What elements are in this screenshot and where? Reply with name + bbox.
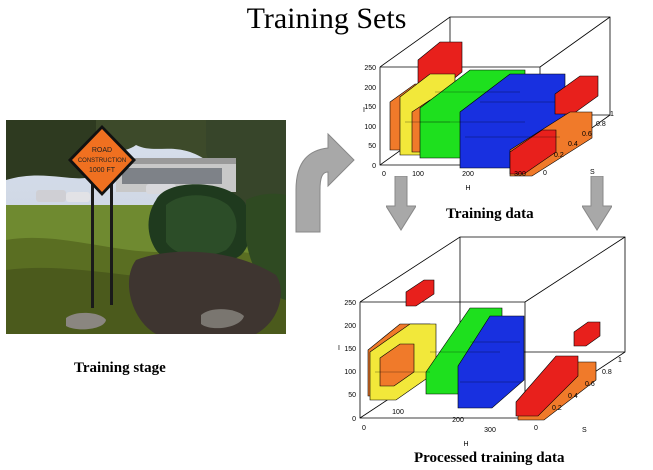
processed-training-data-plot: 250 200 150 100 50 0 I 0 0 100 200 300 H… [338,236,626,448]
z-tick-label: 100 [364,124,376,131]
i-axis-label: I [363,107,365,114]
s-tick-label: 0.6 [585,381,595,388]
s-tick-label: 1 [618,357,622,364]
z-tick-label: 250 [344,300,356,307]
origin-label: 0 [534,425,538,432]
z-tick-label: 50 [348,392,356,399]
h-tick-label: 100 [392,409,404,416]
h-tick-label: 300 [484,427,496,434]
curved-arrow-icon [295,132,355,233]
s-tick-label: 0.2 [554,152,564,159]
road-sign: ROAD CONSTRUCTION 1000 FT [68,125,136,196]
down-arrow-icon [386,176,416,231]
z-tick-label: 150 [344,346,356,353]
z-tick-label: 250 [364,65,376,72]
page-title: Training Sets [246,2,407,35]
down-arrow-icon [582,176,612,231]
z-tick-label: 200 [364,85,376,92]
h-axis-label: H [465,185,470,192]
z-tick-label: 50 [368,143,376,150]
sign-line-1: ROAD [92,147,112,154]
h-tick-label: 200 [462,171,474,178]
s-tick-label: 0.2 [552,405,562,412]
s-tick-label: 0.8 [596,121,606,128]
z-tick-label: 0 [372,163,376,170]
origin-label: 0 [382,171,386,178]
origin-label: 0 [543,170,547,177]
h-tick-label: 300 [514,171,526,178]
s-tick-label: 0.8 [602,369,612,376]
s-tick-label: 0.6 [582,131,592,138]
s-tick-label: 1 [610,111,614,118]
training-stage-caption: Training stage [74,360,166,376]
z-tick-label: 0 [352,416,356,423]
training-data-caption: Training data [446,206,534,222]
h-axis-label: H [463,441,468,448]
s-axis-label: S [582,427,587,434]
training-data-plot: 250 200 150 100 50 0 I 0 0 100 200 300 H… [363,16,614,192]
h-tick-label: 100 [412,171,424,178]
training-photo: ROAD CONSTRUCTION 1000 FT [6,120,286,334]
z-tick-label: 100 [344,369,356,376]
z-tick-label: 200 [344,323,356,330]
processed-training-data-caption: Processed training data [414,450,565,466]
h-tick-label: 200 [452,417,464,424]
sign-line-3: 1000 FT [89,167,116,174]
origin-label: 0 [362,425,366,432]
s-tick-label: 0.4 [568,393,578,400]
i-axis-label: I [338,345,340,352]
s-axis-label: S [590,169,595,176]
s-tick-label: 0.4 [568,141,578,148]
sign-line-2: CONSTRUCTION [78,158,126,164]
z-tick-label: 150 [364,104,376,111]
